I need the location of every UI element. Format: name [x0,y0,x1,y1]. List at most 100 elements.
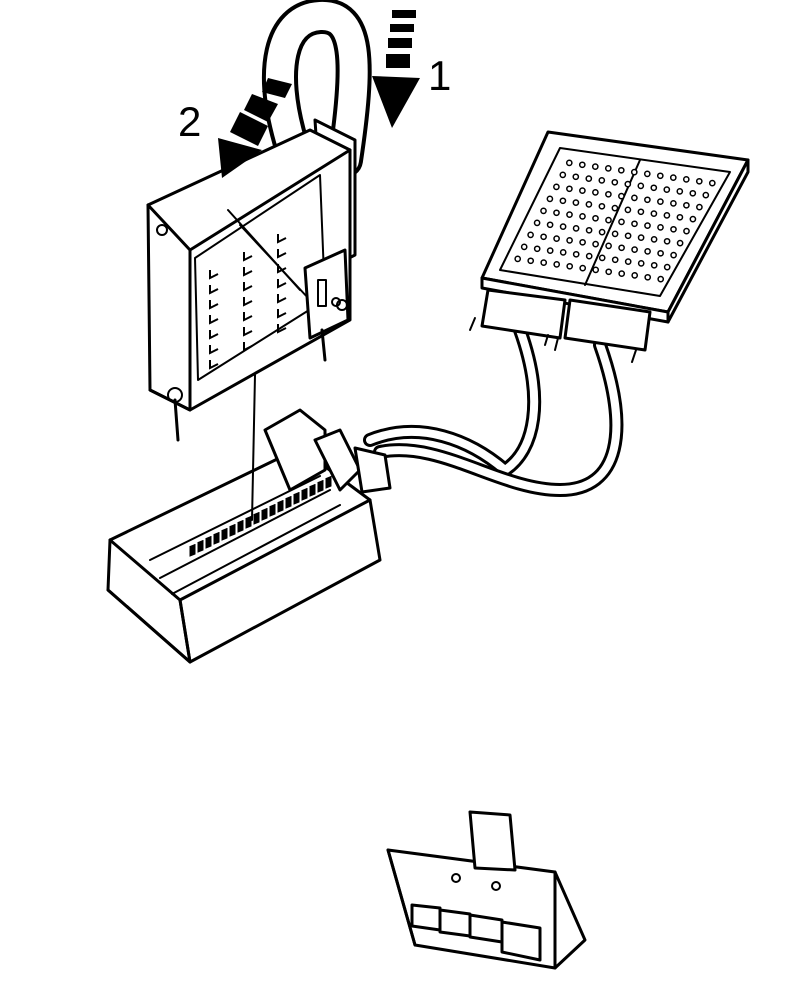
module-slot [277,294,287,304]
panel-pin [683,201,690,209]
panel-pin [618,270,626,277]
arrow-2 [218,78,292,178]
panel-pin [657,275,665,283]
base-contact [197,540,204,553]
panel-pin [578,161,586,169]
base-contact [245,516,252,529]
module-slot [277,249,287,259]
base-contact [325,476,332,489]
panel-pin [559,197,567,205]
panel-pin [695,177,703,185]
base-contact [261,508,268,521]
panel-pin [650,210,658,217]
panel-pin [565,159,573,167]
module-contact-slots [209,234,287,370]
base-contact [189,544,196,557]
panel-pin [657,224,664,231]
base-contacts [189,476,332,557]
panel-pin [572,199,580,206]
base-contact [253,512,260,525]
module-slot [277,279,287,289]
module-slot [209,330,219,340]
base-contact [277,500,284,513]
module-slot [243,327,253,337]
panel-pin [579,264,587,272]
panel-pin [611,230,619,238]
panel-pin [650,261,658,269]
panel-pin [657,198,664,205]
panel-pin [566,262,574,270]
panel-pin [514,255,522,263]
bottom-connector [386,810,587,970]
module-slot [277,309,287,319]
panel-pin [540,207,547,215]
panel-pin [527,257,535,265]
panel-pin [540,259,548,266]
panel-pin [572,250,580,258]
main-cable [79,587,505,878]
panel-pin [624,232,632,240]
panel-pin [618,192,625,200]
panel-pin [533,245,541,253]
panel-pin [604,165,612,172]
module-slot [243,342,253,352]
base-contact [301,488,308,501]
panel-pin [618,218,625,226]
panel-pin [631,220,638,228]
panel-pin [533,219,541,227]
breakout-box [469,130,750,363]
panel-pin [682,176,690,183]
panel-pin [624,258,632,265]
panel-pin [670,225,677,233]
callout-2-label: 2 [178,98,201,145]
panel-pin [598,228,606,236]
module-slot [209,345,219,355]
arrow-1 [372,10,420,128]
panel-pin [553,235,560,242]
module-slot [209,270,219,280]
panel-pin [598,177,606,184]
base-contact [317,480,324,493]
panel-pin [656,172,664,180]
panel-pin [618,244,625,252]
panel-pin [559,171,567,179]
panel-pin [553,261,561,268]
base-contact [205,536,212,549]
base-contact [221,528,228,541]
panel-pin [689,189,697,197]
panel-pin [591,163,599,170]
panel-pin [624,206,632,214]
base-contact [213,532,220,545]
panel-pin [598,202,606,210]
panel-pin [650,184,658,192]
panel-pin [572,225,580,232]
panel-pin [566,185,573,193]
module-slot [243,297,253,307]
panel-pin [520,243,528,251]
panel-pin [559,223,567,230]
panel-pin [566,211,573,218]
module-slot [243,312,253,322]
breakout-cables [363,323,624,498]
panel-pin [546,247,554,254]
panel-pin [553,183,560,191]
panel-pin [559,249,567,256]
panel-pin [657,249,664,257]
base-contact [237,520,244,533]
panel-pin [630,168,638,176]
panel-pin [644,248,651,255]
panel-pin [605,242,612,250]
panel-pin [663,237,671,245]
panel-pin [663,212,671,219]
panel-pin [644,273,652,281]
panel-pin [702,191,710,199]
base-contact [285,496,292,509]
base-contact [269,504,276,517]
callout-1-label: 1 [428,52,451,99]
panel-pin [611,204,619,212]
panel-pin [572,173,580,181]
panel-pin [592,189,599,196]
panel-pin [631,246,638,253]
panel-pin [631,272,639,279]
